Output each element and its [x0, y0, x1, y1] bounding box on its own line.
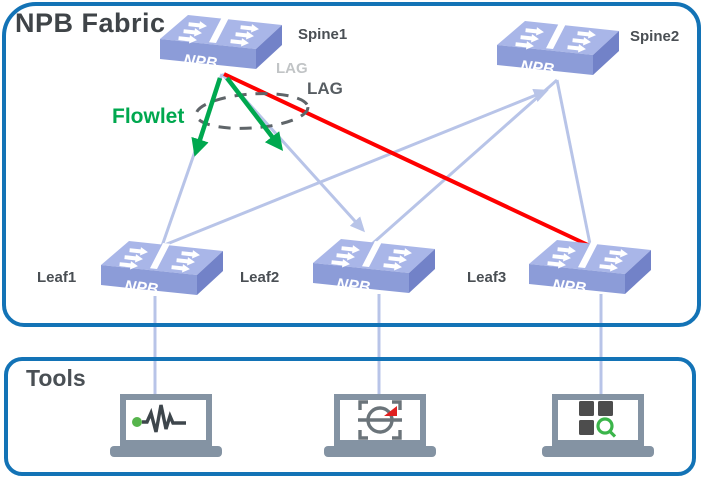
switch-node-spine2: NPB	[497, 21, 619, 79]
laptop-icon	[324, 397, 436, 457]
tool-tap-links	[153, 294, 603, 398]
leaf3-label: Leaf3	[467, 269, 507, 286]
grid-search-icon	[579, 401, 617, 438]
npb-fabric-panel	[2, 2, 701, 327]
link-leaf1-spine2	[161, 89, 549, 248]
switch-node-leaf2: NPB	[313, 239, 435, 297]
tool-traffic-analyzer-laptop	[110, 392, 222, 458]
link-spine1-leaf3-red	[223, 72, 589, 247]
switch-npb-label: NPB	[520, 58, 555, 78]
leaf1-label: Leaf1	[37, 269, 77, 286]
scan-cycle-icon	[358, 400, 402, 440]
link-spine2-leaf3	[555, 79, 592, 245]
switch-icon	[160, 15, 282, 69]
switch-npb-label: NPB	[552, 277, 587, 297]
leaf2-label: Leaf2	[240, 269, 280, 286]
switch-icon	[101, 241, 223, 295]
spine1-label: Spine1	[298, 26, 348, 43]
flowlet-arrow-right	[225, 76, 284, 151]
switch-node-spine1: NPB	[160, 15, 282, 73]
spine2-label: Spine2	[630, 28, 680, 45]
switch-node-leaf1: NPB	[101, 241, 223, 299]
switch-npb-label: NPB	[336, 276, 371, 296]
switch-node-leaf3: NPB	[529, 240, 651, 298]
lag-faded-annotation: LAG	[276, 60, 308, 77]
tools-panel-title: Tools	[26, 365, 86, 391]
tool-app-search-laptop	[542, 392, 654, 458]
flowlet-arrow-left	[191, 77, 223, 157]
switch-npb-label: NPB	[183, 52, 218, 72]
link-spine2-leaf2	[371, 78, 558, 246]
fabric-panel-title: NPB Fabric	[15, 8, 166, 38]
switch-icon	[313, 239, 435, 293]
flowlet-annotation: Flowlet	[112, 105, 185, 128]
switch-icon	[497, 21, 619, 75]
pulse-waveform-icon	[132, 404, 186, 433]
tools-panel	[4, 357, 696, 476]
tool-packet-capture-laptop	[324, 392, 436, 458]
switch-icon	[529, 240, 651, 294]
switch-npb-label: NPB	[124, 278, 159, 298]
lag-annotation: LAG	[307, 79, 343, 98]
flowlet-arrows	[191, 76, 284, 157]
lag-group-ellipse	[194, 92, 310, 130]
